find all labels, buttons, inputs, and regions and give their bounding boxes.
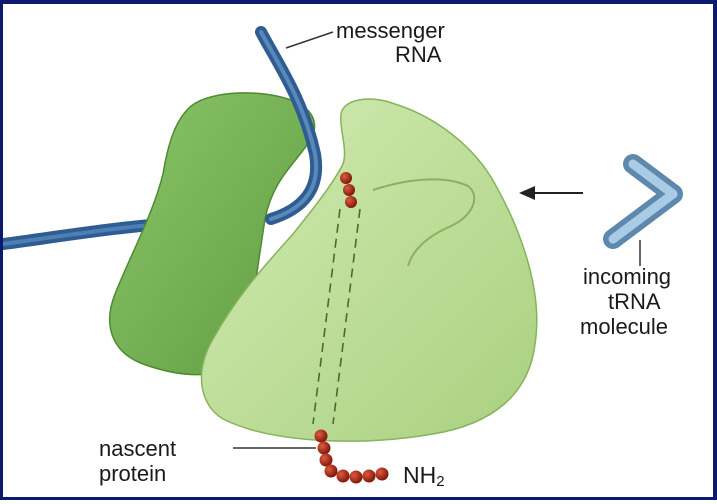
trna-label-line3: molecule: [580, 314, 669, 339]
nh2-main: NH: [403, 462, 437, 488]
protein-label-line2: protein: [99, 461, 167, 486]
mrna-leader-line: [285, 31, 334, 49]
incoming-arrow: [519, 186, 583, 200]
nh2-subscript: 2: [436, 473, 445, 490]
ribosome-small-subunit: [200, 98, 538, 442]
trna-label-line2: tRNA: [608, 289, 661, 314]
mrna-label-line1: messenger: [336, 18, 445, 43]
protein-beads-top: [340, 172, 357, 208]
trna-label-line1: incoming: [583, 264, 672, 289]
nascent-protein-chain: [314, 429, 389, 484]
ribosome-diagram: [3, 26, 683, 484]
protein-label-line1: nascent: [99, 436, 177, 461]
nh2-label: NH2: [403, 462, 445, 495]
mrna-label-line2: RNA: [395, 42, 442, 67]
